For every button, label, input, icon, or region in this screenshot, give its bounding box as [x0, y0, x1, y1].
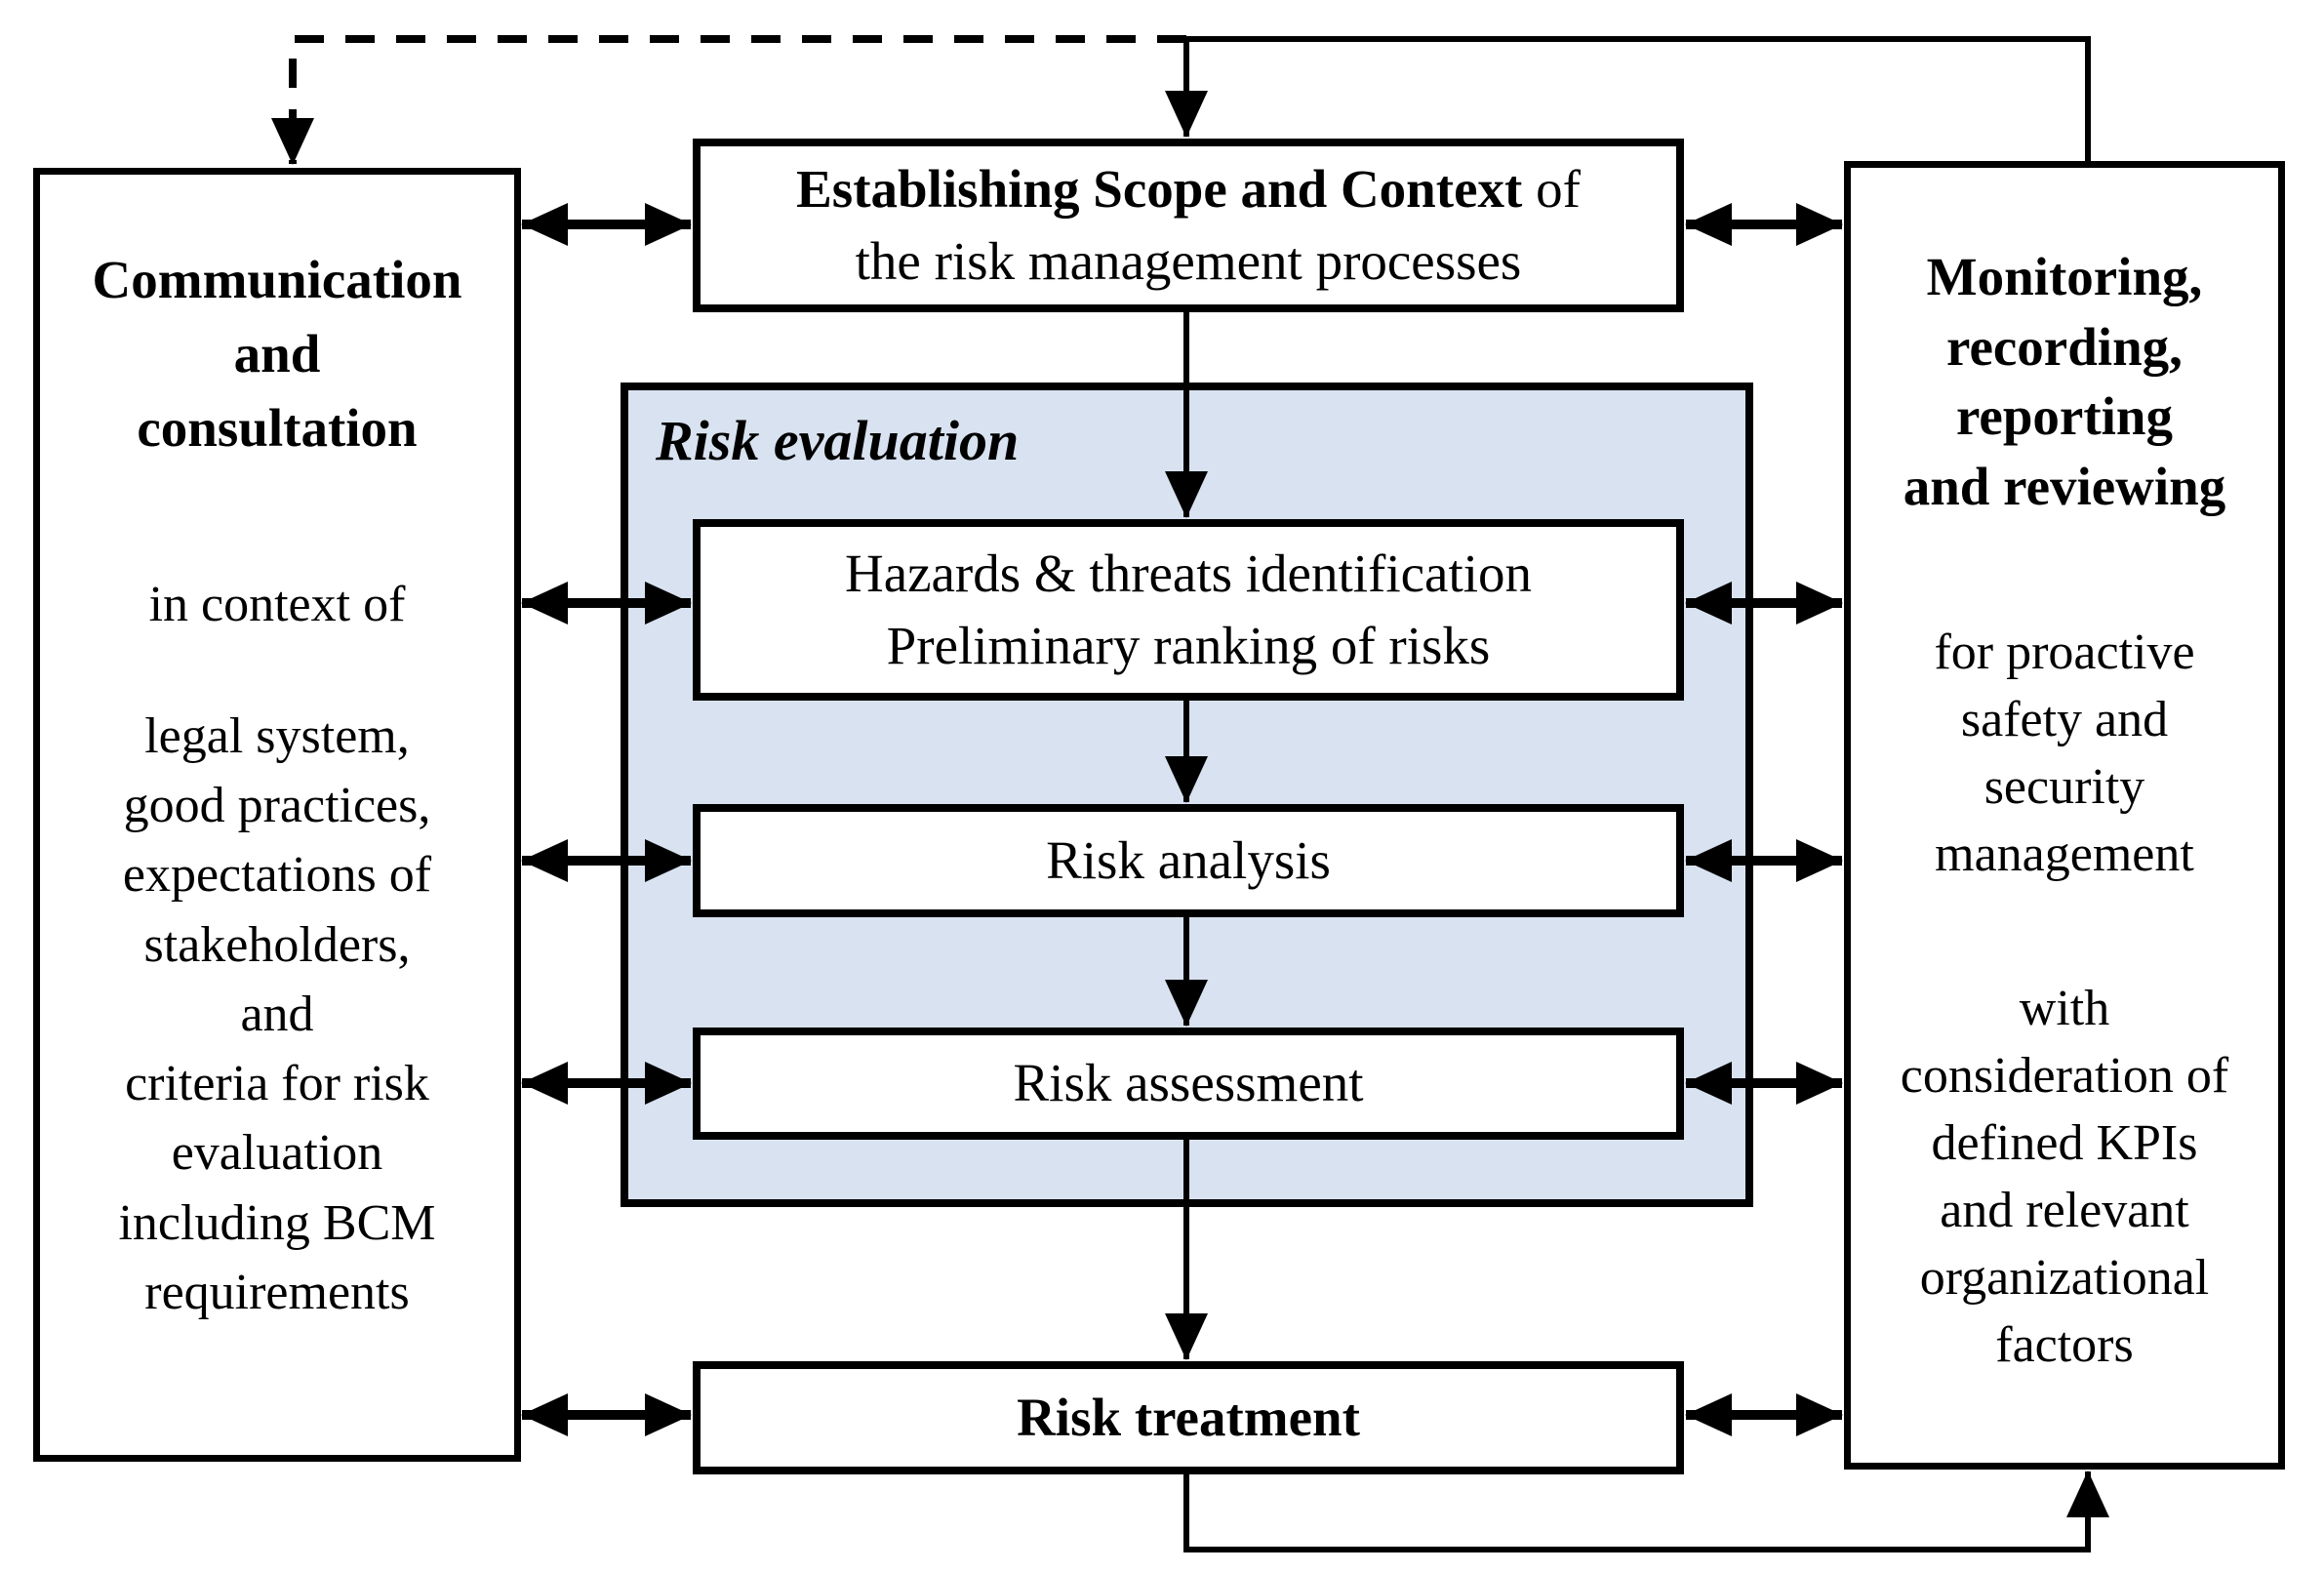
monitoring-heading: Monitoring, recording, reporting and rev…: [1903, 247, 2226, 516]
monitoring-body-kpis: with consideration of defined KPIs and r…: [1900, 980, 2229, 1374]
hazards-line1: Hazards & threats identification: [844, 543, 1533, 603]
risk-evaluation-label: Risk evaluation: [656, 409, 1020, 472]
communication-consultation-box: Communication and consultation in contex…: [33, 168, 521, 1462]
risk-treatment-box: Risk treatment: [693, 1361, 1684, 1474]
establishing-title-line2: the risk management processes: [855, 231, 1522, 291]
communication-items: legal system, good practices, expectatio…: [118, 707, 436, 1320]
establishing-title-line1: Establishing Scope and Context of: [796, 153, 1581, 225]
communication-heading: Communication and consultation: [92, 250, 462, 458]
establishing-title-rest: of: [1522, 158, 1581, 219]
establishing-scope-context-box: Establishing Scope and Context of the ri…: [693, 139, 1684, 312]
risk-analysis-label: Risk analysis: [1046, 829, 1331, 890]
risk-assessment-label: Risk assessment: [1013, 1053, 1364, 1113]
risk-treatment-label: Risk treatment: [1017, 1387, 1360, 1447]
arrow-treatment-to-monitoring: [1183, 1471, 2109, 1552]
hazards-line2: Preliminary ranking of risks: [886, 616, 1491, 675]
monitoring-body-proactive: for proactive safety and security manage…: [1934, 625, 2195, 883]
risk-assessment-box: Risk assessment: [693, 1028, 1684, 1140]
establishing-title-bold: Establishing Scope and Context: [796, 158, 1523, 219]
hazards-identification-box: Hazards & threats identification Prelimi…: [693, 519, 1684, 701]
risk-analysis-box: Risk analysis: [693, 804, 1684, 917]
communication-intro: in context of: [148, 576, 406, 632]
monitoring-reviewing-box: Monitoring, recording, reporting and rev…: [1844, 161, 2285, 1470]
